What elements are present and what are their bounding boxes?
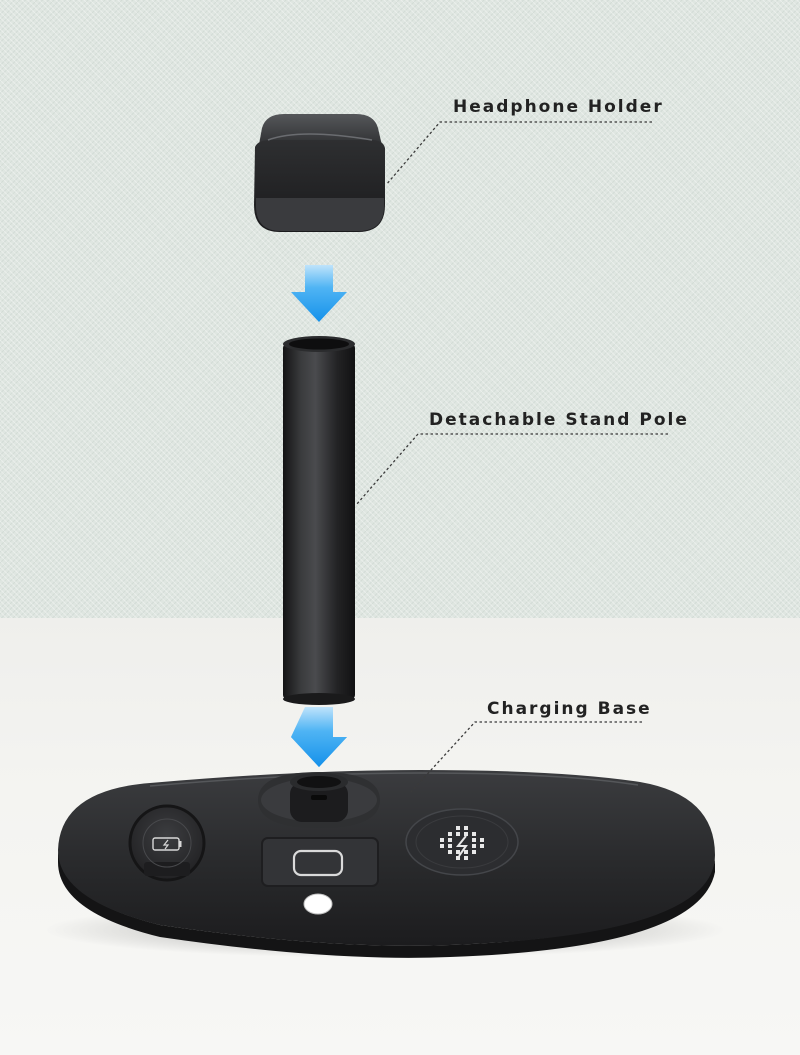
label-headphone-holder: Headphone Holder	[453, 97, 664, 117]
charging-base	[58, 770, 715, 958]
down-arrow-icon	[291, 265, 347, 322]
leader-charging-base	[409, 721, 642, 794]
pole-socket	[258, 772, 380, 828]
watch-charger-icon	[128, 804, 206, 882]
battery-icon	[152, 837, 182, 851]
down-arrow-icon	[291, 707, 347, 767]
stand-pole	[283, 336, 355, 705]
leader-headphone-holder	[385, 121, 652, 186]
headphone-holder	[254, 114, 385, 232]
background-wall	[0, 0, 800, 618]
phone-charger-pad	[261, 837, 379, 887]
label-charging-base: Charging Base	[487, 699, 652, 719]
wireless-charging-icon	[405, 808, 519, 876]
callout-leader-lines	[355, 121, 668, 794]
leader-stand-pole	[355, 433, 668, 506]
label-stand-pole: Detachable Stand Pole	[429, 410, 689, 430]
indicator-light	[303, 893, 333, 915]
